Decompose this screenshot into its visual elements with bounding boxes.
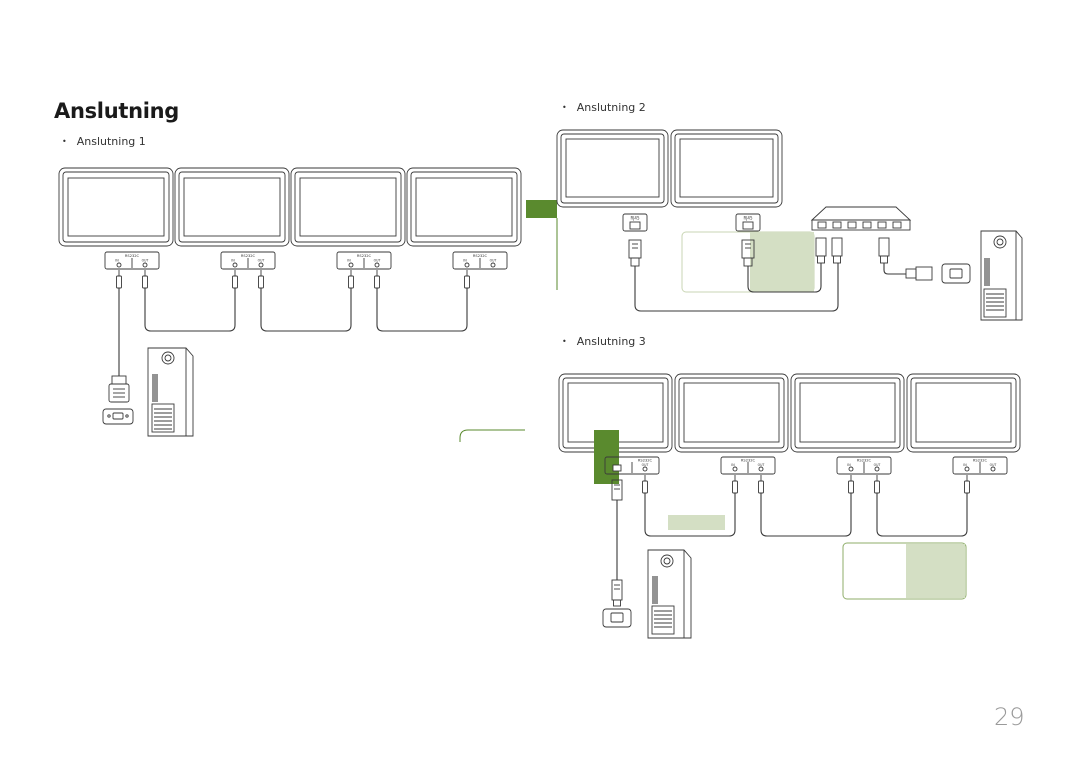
monitor <box>556 129 669 208</box>
highlight-fill <box>906 544 965 598</box>
svg-text:RS232C: RS232C <box>125 254 140 258</box>
svg-text:RJ45: RJ45 <box>743 216 753 221</box>
highlight-box <box>842 542 967 600</box>
monitor <box>906 373 1021 453</box>
svg-text:RS232C: RS232C <box>357 254 372 258</box>
stereo-plug-icon <box>642 475 970 494</box>
section-label-connection-3: •Anslutning 3 <box>562 335 646 348</box>
lan-plug-icon <box>905 266 933 281</box>
lan-plug-icon <box>628 239 755 267</box>
cable <box>118 288 468 376</box>
pc-tower-icon <box>980 230 1023 321</box>
lan-plug-icon <box>815 237 890 264</box>
svg-text:OUT: OUT <box>642 463 649 467</box>
rs232c-port-panel: RS232C IN OUT <box>336 251 392 270</box>
svg-text:IN: IN <box>463 259 467 263</box>
svg-text:RJ45: RJ45 <box>630 216 640 221</box>
svg-text:RS232C: RS232C <box>473 254 488 258</box>
diagram-connection-1: RS232C IN OUT RS232C IN OUT RS232C IN OU… <box>58 167 522 437</box>
page-number: 29 <box>994 703 1025 731</box>
pc-lan-port-icon <box>602 608 632 628</box>
bullet-icon: • <box>562 337 567 346</box>
rs232c-port-panel: RS232C IN OUT <box>952 456 1008 475</box>
diagram-connection-2: RJ45 RJ45 <box>556 129 1023 321</box>
monitor <box>58 167 174 247</box>
highlight-fill <box>750 232 814 292</box>
lan-plug-icon <box>611 579 623 607</box>
svg-text:OUT: OUT <box>874 463 881 467</box>
rs232c-port-panel: RS232C IN OUT <box>452 251 508 270</box>
rs232c-port-panel: RS232C IN OUT <box>220 251 276 270</box>
monitor <box>670 129 783 208</box>
pc-tower-icon <box>147 347 194 437</box>
svg-text:RS232C: RS232C <box>638 459 653 463</box>
svg-text:IN: IN <box>731 463 735 467</box>
page-title: Anslutning <box>54 99 180 123</box>
svg-text:OUT: OUT <box>374 259 381 263</box>
svg-text:OUT: OUT <box>258 259 265 263</box>
svg-text:IN: IN <box>963 463 967 467</box>
rs232c-port-panel: RS232C OUT <box>604 456 660 475</box>
cable <box>616 493 968 580</box>
svg-text:OUT: OUT <box>758 463 765 467</box>
svg-text:RS232C: RS232C <box>973 459 988 463</box>
rs232c-port-panel: RS232C IN OUT <box>104 251 160 270</box>
stereo-plug-icon <box>116 270 470 289</box>
pc-tower-icon <box>647 549 692 639</box>
svg-text:IN: IN <box>231 259 235 263</box>
svg-text:RS232C: RS232C <box>857 459 872 463</box>
pc-lan-port-icon <box>941 263 971 284</box>
callout-line <box>459 429 525 442</box>
monitor <box>174 167 290 247</box>
svg-text:OUT: OUT <box>142 259 149 263</box>
callout-marker <box>526 200 557 218</box>
rs232c-port-panel: RS232C IN OUT <box>836 456 892 475</box>
serial-connector-icon <box>108 375 130 403</box>
svg-text:RS232C: RS232C <box>741 459 756 463</box>
svg-text:IN: IN <box>347 259 351 263</box>
monitor <box>674 373 789 453</box>
section-label-connection-2: •Anslutning 2 <box>562 101 646 114</box>
diagram-connection-3: RS232C OUT RS232C IN OUT RS232C IN OUT R… <box>558 373 1021 639</box>
monitor <box>790 373 905 453</box>
monitor <box>290 167 406 247</box>
rs232c-port-panel: RS232C IN OUT <box>720 456 776 475</box>
rj45-port-icon: RJ45 <box>622 213 648 232</box>
rj45-port-icon: RJ45 <box>735 213 761 232</box>
bullet-icon: • <box>562 103 567 112</box>
svg-text:IN: IN <box>115 259 119 263</box>
svg-text:OUT: OUT <box>490 259 497 263</box>
cable <box>634 263 906 312</box>
network-hub-icon <box>810 206 912 231</box>
monitor <box>406 167 522 247</box>
svg-text:RS232C: RS232C <box>241 254 256 258</box>
pc-serial-port-icon <box>102 408 134 425</box>
section-label-connection-1: •Anslutning 1 <box>62 135 146 148</box>
svg-text:OUT: OUT <box>990 463 997 467</box>
highlight-fill <box>668 515 725 530</box>
svg-text:IN: IN <box>847 463 851 467</box>
bullet-icon: • <box>62 137 67 146</box>
